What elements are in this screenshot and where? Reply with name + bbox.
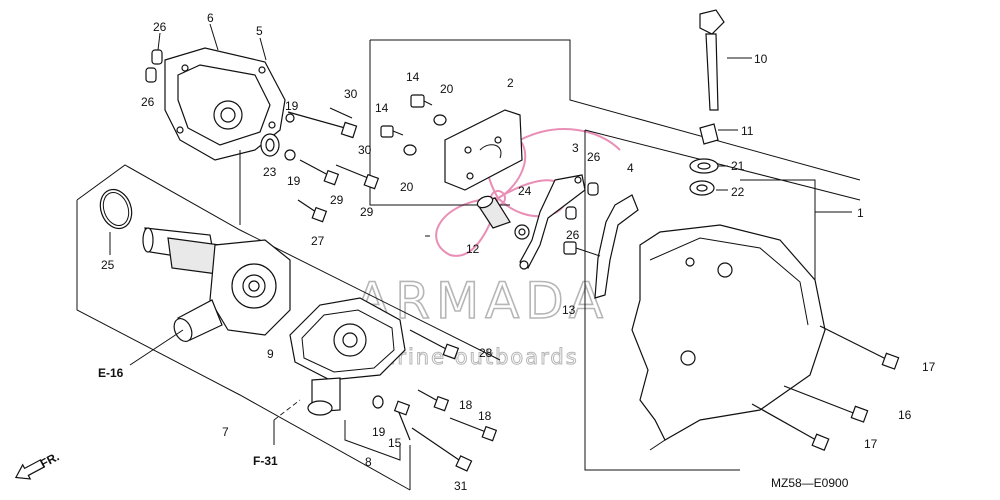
callout-label: 26 [153,20,167,34]
callout-label: 23 [263,165,277,179]
callout-label: 15 [388,436,402,450]
callout-label: 14 [406,70,420,84]
callout-label: 7 [222,425,229,439]
callout-label: 8 [365,455,372,469]
callout-label: 21 [731,159,745,173]
o-ring [99,188,133,255]
callout-label: 11 [741,124,754,138]
arrow-down-left-icon [14,459,46,480]
pipe-and-clamp [476,195,530,240]
callout-label: 20 [440,82,454,96]
callout-label: 4 [627,161,634,175]
callout-label: 5 [256,24,263,38]
callout-label: 26 [141,95,155,109]
callout-label: 3 [572,141,579,155]
callout-label: 18 [478,409,492,423]
callout-label: 14 [375,101,389,115]
callout-label: 19 [372,425,386,439]
callout-label: 22 [731,185,745,199]
callout-label: 29 [330,193,344,207]
callout-label: 29 [360,205,374,219]
bracket-3 [519,174,599,270]
thermostat-cover [273,297,406,445]
callout-label: 28 [479,346,493,360]
callout-leaders [157,23,752,237]
small-bolts-14-20 [380,94,447,156]
group-8-bracket [344,420,401,461]
callout-label: 6 [207,11,214,25]
callout-label: 27 [311,234,325,248]
callout-label: 9 [267,347,274,361]
callout-labels: 1 2 3 4 5 6 7 8 9 10 11 12 13 14 14 15 1… [101,11,936,493]
callout-label: 26 [566,228,580,242]
ref-f31: F-31 [253,454,278,468]
callout-label: 17 [864,437,878,451]
diagram-code: MZ58—E0900 [771,476,849,490]
ref-e16: E-16 [98,366,124,380]
seal-and-bolts-upper [260,107,380,223]
pump-housing [164,47,286,225]
callout-label: 20 [400,180,414,194]
callout-label: 25 [101,258,115,272]
callout-label: 13 [562,303,576,317]
front-direction-marker: FR. [14,449,62,480]
callout-label: 18 [459,398,473,412]
callout-label: 31 [454,479,468,493]
water-pump-body [129,227,291,366]
pump-bolts-lower [372,329,498,472]
callout-label: 19 [287,174,301,188]
engine-cover [631,224,900,451]
callout-label: 16 [898,408,912,422]
dowel-pins-left [145,49,163,83]
callout-label: 17 [922,360,936,374]
callout-label: 19 [285,99,299,113]
sensor-stack [689,9,725,196]
callout-label: 2 [507,76,514,90]
callout-label: 30 [344,87,358,101]
callout-label: 26 [587,150,601,164]
gasket-plate [444,109,523,191]
reference-labels: E-16 F-31 MZ58—E0900 [98,366,849,490]
callout-label: 30 [358,143,372,157]
callout-label: 10 [754,52,768,66]
bracket-4 [563,194,639,299]
callout-label: 24 [518,184,532,198]
callout-label: 12 [466,242,480,256]
callout-label: 1 [857,206,864,220]
